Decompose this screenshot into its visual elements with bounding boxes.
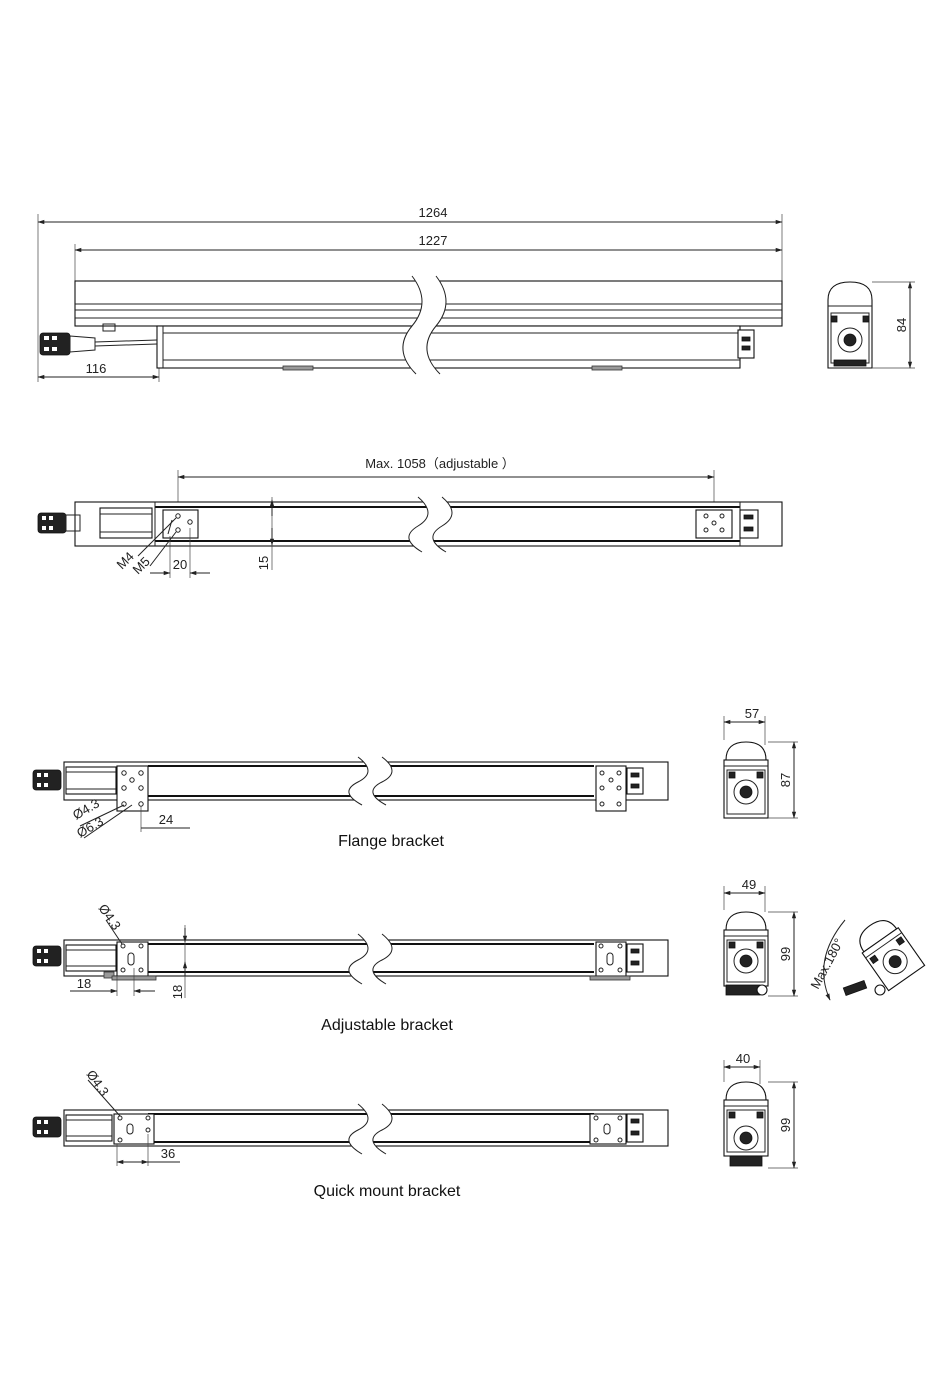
dimension-label-18-x: 18 [77, 976, 91, 991]
label-quick-hole: Ø4.3 [84, 1067, 112, 1099]
end-view-top: 84 [828, 282, 915, 368]
caption-flange-bracket: Flange bracket [338, 833, 444, 850]
dimension-label-87: 87 [778, 773, 793, 787]
adjustable-plate-left [117, 942, 148, 976]
adjustable-plate-right [596, 942, 626, 976]
adjustable-bracket-view: Ø4.3 18 18 Adjustable bracket [33, 901, 668, 1034]
flange-end-view: 57 87 [724, 706, 798, 818]
dimension-label-49: 49 [742, 877, 756, 892]
flange-bracket-view: Ø4.3 Ø6.3 24 Flange bracket [33, 757, 668, 850]
quick-plate-right [590, 1114, 626, 1144]
dimension-label-20: 20 [173, 557, 187, 572]
adjustable-rotated-view: Max.180° [807, 913, 924, 1000]
dimension-label-84: 84 [894, 318, 909, 332]
adjustable-end-view: 49 99 [724, 877, 798, 996]
caption-quick-mount-bracket: Quick mount bracket [314, 1183, 461, 1200]
caption-adjustable-bracket: Adjustable bracket [321, 1017, 453, 1034]
dimension-label-1227: 1227 [419, 233, 448, 248]
dimension-housing-length: 1227 [75, 233, 782, 250]
dimension-label-99-adjustable: 99 [778, 947, 793, 961]
flange-plate-right [596, 766, 626, 811]
quick-mount-end-view: 40 99 [724, 1051, 798, 1168]
dimension-label-max-1058: Max. 1058（adjustable ） [365, 456, 515, 471]
label-max-rotation: Max.180° [807, 936, 846, 992]
dimension-label-99-quick: 99 [778, 1118, 793, 1132]
fixture-housing [75, 276, 782, 374]
mount-plate-left [163, 510, 198, 538]
dimension-connector-length: 116 [38, 361, 159, 377]
dimension-label-15: 15 [256, 556, 271, 570]
dimension-label-24: 24 [159, 812, 173, 827]
side-view-overall: 1264 1227 [38, 205, 782, 382]
mounting-view: Max. 1058（adjustable ） [38, 456, 782, 578]
dimension-label-1264: 1264 [419, 205, 448, 220]
flange-plate-left [117, 766, 148, 811]
power-connector [40, 324, 157, 355]
dimension-total-length: 1264 [38, 205, 782, 222]
adjustable-hole-callout: Ø4.3 [96, 901, 124, 944]
dimension-label-40: 40 [736, 1051, 750, 1066]
dimension-label-57: 57 [745, 706, 759, 721]
label-adjustable-hole: Ø4.3 [96, 901, 124, 933]
dimension-label-18-y: 18 [170, 985, 185, 999]
quick-hole-callout: Ø4.3 [84, 1067, 120, 1116]
dimension-max-spacing: Max. 1058（adjustable ） [178, 456, 714, 477]
mount-plate-right [696, 510, 732, 538]
connector-mount-view [38, 513, 80, 533]
dimension-label-36: 36 [161, 1146, 175, 1161]
dimension-label-116: 116 [86, 361, 107, 376]
quick-mount-bracket-view: Ø4.3 36 Quick mount bracket [33, 1067, 668, 1200]
